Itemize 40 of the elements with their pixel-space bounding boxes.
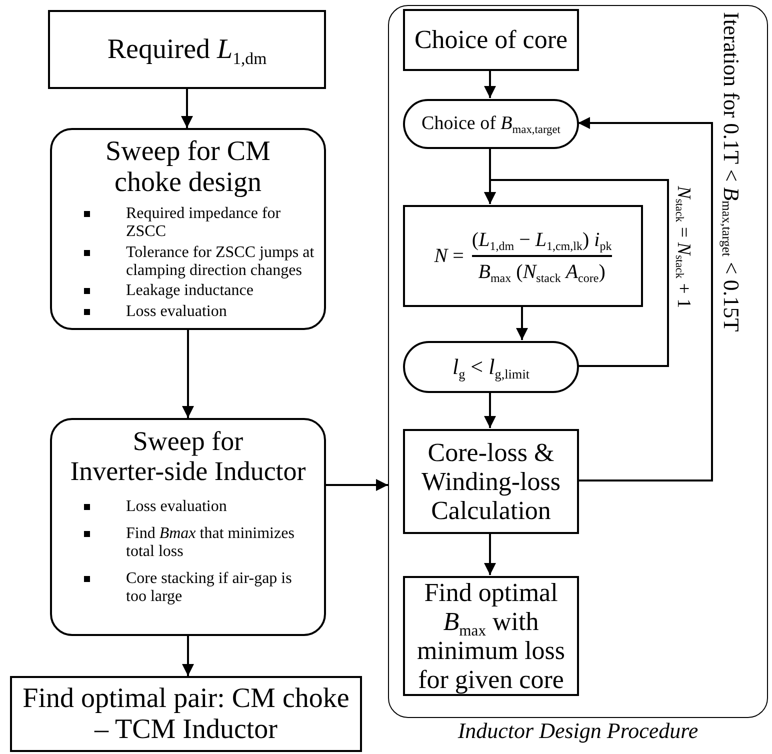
- bullet-text: Loss evaluation: [126, 302, 227, 322]
- process-box: [403, 205, 643, 307]
- bullet-text: Core stacking if air-gap is too large: [126, 570, 293, 606]
- process-box: [48, 10, 326, 89]
- formula-text: N =: [434, 244, 464, 268]
- arrow: [181, 89, 193, 128]
- arrow: [516, 306, 528, 340]
- arrow: [484, 392, 496, 428]
- node-text: Find optimal pair: CM choke – TCM Inductor: [22, 682, 350, 746]
- bullet-text: Loss evaluation: [126, 498, 227, 517]
- formula-denominator: B$_{max}$ (N$_{stack}$ A$_{core}$): [478, 260, 606, 284]
- process-box: [10, 676, 362, 752]
- process-box: [403, 429, 579, 534]
- process-box: [403, 576, 579, 696]
- arrow: [326, 479, 388, 491]
- arrow: [484, 179, 669, 367]
- arrow: [484, 70, 496, 98]
- arrow: [182, 330, 194, 418]
- node-title: Sweep for CM choke design: [104, 136, 272, 199]
- bullet-text: Find Bmax that minimizes total loss: [126, 524, 296, 562]
- node-text: Core-loss & Winding-loss Calculation: [420, 438, 562, 526]
- bullet-text: Tolerance for ZSCC jumps at clamping direction changes: [126, 244, 316, 280]
- process-box: [50, 128, 326, 330]
- bullet-text: Required impedance for ZSCC: [126, 204, 282, 242]
- decision-pill: [403, 99, 579, 149]
- panel-title: Inductor Design Procedure: [456, 719, 700, 744]
- process-box: [403, 9, 579, 71]
- node-text: Required L$_{1,dm}$: [107, 34, 267, 66]
- arrow: [182, 636, 194, 676]
- formula-numerator: (L$_{1,dm}$ − L$_{1,cm,lk}$) i$_{pk}$: [472, 228, 612, 252]
- bullet-text: Leakage inductance: [126, 282, 254, 301]
- arrow: [484, 533, 496, 575]
- node-text: Choice of B$_{max,target}$: [422, 113, 560, 135]
- arrow: [578, 117, 713, 482]
- process-box: [50, 418, 326, 636]
- node-text: l$_{g}$ < l$_{g,limit}$: [452, 354, 530, 380]
- node-text: Choice of core: [414, 25, 568, 55]
- node-text: Find optimal B$_{max}$ with minimum loss for given core: [416, 578, 566, 694]
- node-title: Sweep for Inverter-side Inductor: [69, 426, 307, 486]
- decision-pill: [403, 341, 579, 393]
